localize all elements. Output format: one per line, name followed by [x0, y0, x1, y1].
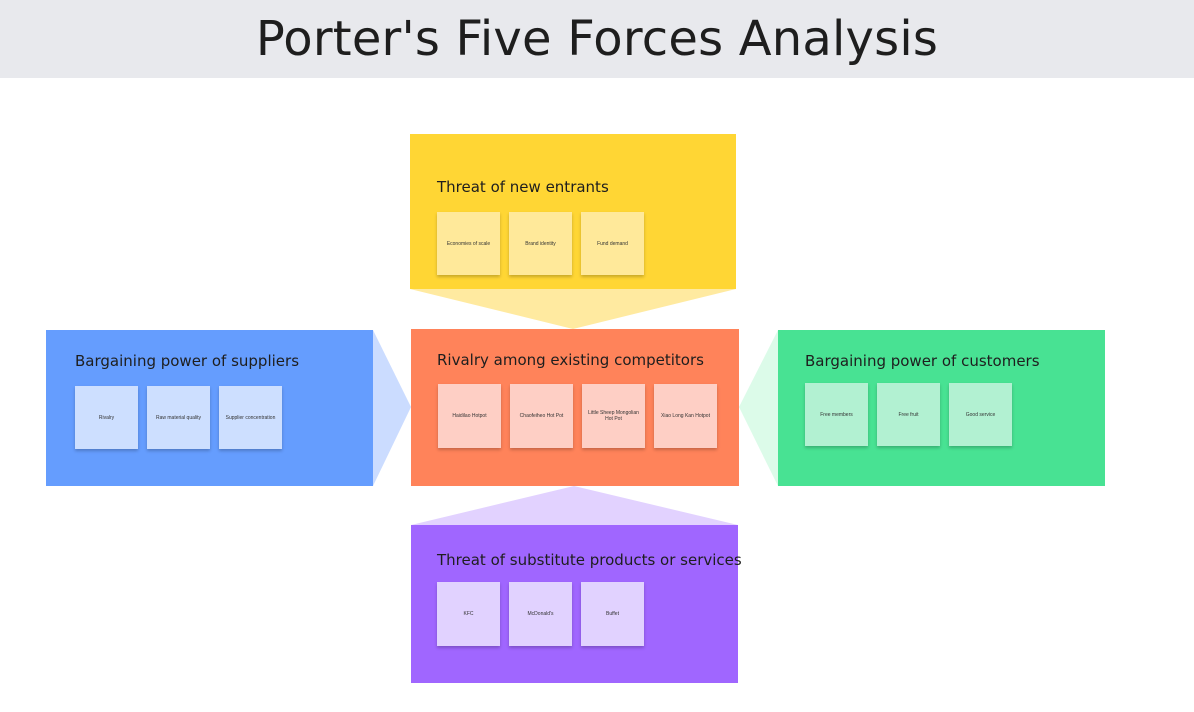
sticky-note[interactable]: Little Sheep Mongolian Hot Pot [582, 384, 645, 448]
sticky-note[interactable]: Buffet [581, 582, 644, 646]
sticky-note[interactable]: Free members [805, 383, 868, 446]
sticky-note[interactable]: Free fruit [877, 383, 940, 446]
connector-right [739, 330, 778, 486]
panel-title: Threat of new entrants [437, 178, 609, 196]
panel-title: Rivalry among existing competitors [437, 351, 704, 369]
panel-threat-substitutes: Threat of substitute products or service… [411, 525, 742, 683]
connector-top [410, 289, 736, 329]
sticky-note[interactable]: Rivalry [75, 386, 138, 449]
sticky-note[interactable]: Haidilao Hotpot [438, 384, 501, 448]
panel-title: Threat of substitute products or service… [437, 551, 742, 569]
panel-title: Bargaining power of customers [805, 352, 1040, 370]
sticky-note[interactable]: Supplier concentration [219, 386, 282, 449]
sticky-note[interactable]: Xiao Long Kan Hotpot [654, 384, 717, 448]
panel-rivalry-competitors: Rivalry among existing competitors Haidi… [411, 329, 739, 486]
page-title: Porter's Five Forces Analysis [255, 11, 939, 67]
sticky-note[interactable]: KFC [437, 582, 500, 646]
title-bar: Porter's Five Forces Analysis [0, 0, 1194, 78]
sticky-note[interactable]: Chaofeiheo Hot Pot [510, 384, 573, 448]
sticky-note-group: Haidilao Hotpot Chaofeiheo Hot Pot Littl… [438, 384, 717, 448]
connector-bottom [411, 486, 738, 525]
panel-threat-new-entrants: Threat of new entrants Economies of scal… [410, 134, 736, 289]
panel-title: Bargaining power of suppliers [75, 352, 300, 370]
panel-bargaining-power-suppliers: Bargaining power of suppliers Rivalry Ra… [46, 330, 373, 486]
connector-left [373, 330, 411, 486]
sticky-note[interactable]: McDonald's [509, 582, 572, 646]
sticky-note-group: Economies of scale Brand identity Fund d… [437, 212, 644, 275]
sticky-note-group: Free members Free fruit Good service [805, 383, 1012, 446]
panel-bargaining-power-customers: Bargaining power of customers Free membe… [778, 330, 1105, 486]
sticky-note-group: KFC McDonald's Buffet [437, 582, 644, 646]
sticky-note[interactable]: Economies of scale [437, 212, 500, 275]
sticky-note[interactable]: Fund demand [581, 212, 644, 275]
sticky-note[interactable]: Brand identity [509, 212, 572, 275]
sticky-note[interactable]: Good service [949, 383, 1012, 446]
sticky-note-group: Rivalry Raw material quality Supplier co… [75, 386, 282, 449]
sticky-note[interactable]: Raw material quality [147, 386, 210, 449]
